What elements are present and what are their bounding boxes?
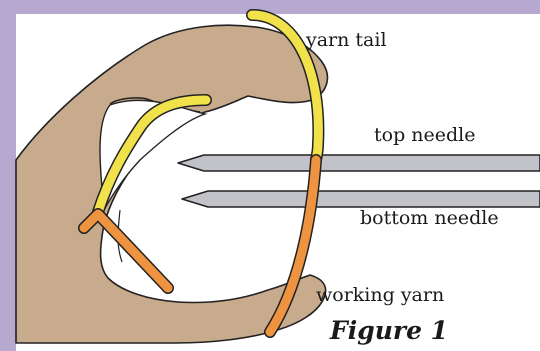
- hand: [16, 25, 327, 343]
- label-bottom-needle: bottom needle: [360, 209, 499, 228]
- label-top-needle: top needle: [374, 126, 476, 145]
- top-needle: [178, 155, 540, 171]
- label-working-yarn: working yarn: [316, 286, 444, 305]
- bottom-needle: [182, 191, 540, 207]
- figure-title: Figure 1: [330, 318, 448, 343]
- label-yarn-tail: yarn tail: [306, 31, 387, 50]
